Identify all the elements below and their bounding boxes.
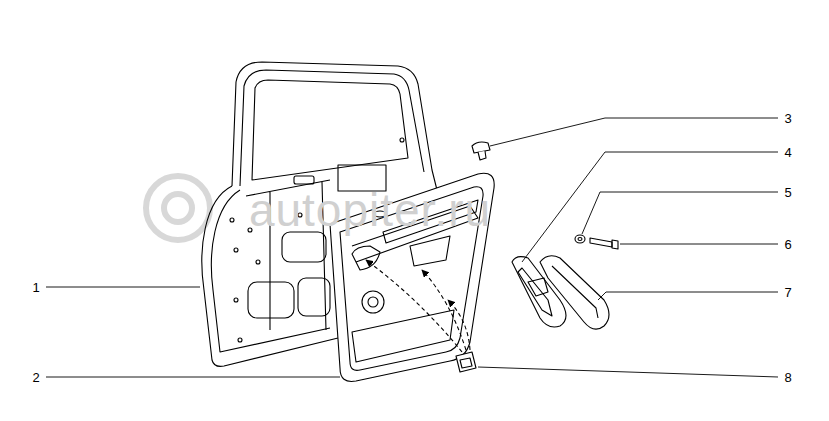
assembly-arrow — [448, 300, 470, 350]
callout-number: 2 — [32, 371, 39, 384]
callout-number: 5 — [784, 186, 791, 199]
callout-number: 7 — [784, 286, 791, 299]
callout-number: 3 — [784, 112, 791, 125]
handle-cover — [540, 256, 609, 329]
panel-clip — [456, 352, 476, 372]
washer — [578, 238, 582, 241]
callout-number: 1 — [32, 281, 39, 294]
callout-number: 6 — [784, 238, 791, 251]
callout-number: 8 — [784, 371, 791, 384]
watermark-logo — [146, 176, 210, 240]
assembly-arrow — [366, 260, 462, 352]
callout-number: 4 — [784, 146, 791, 159]
assembly-arrow — [422, 270, 466, 350]
washer — [575, 235, 585, 243]
leader-lines — [46, 118, 778, 377]
clip — [472, 142, 490, 160]
screw — [590, 238, 618, 249]
watermark: autopiter.ru — [249, 187, 491, 233]
